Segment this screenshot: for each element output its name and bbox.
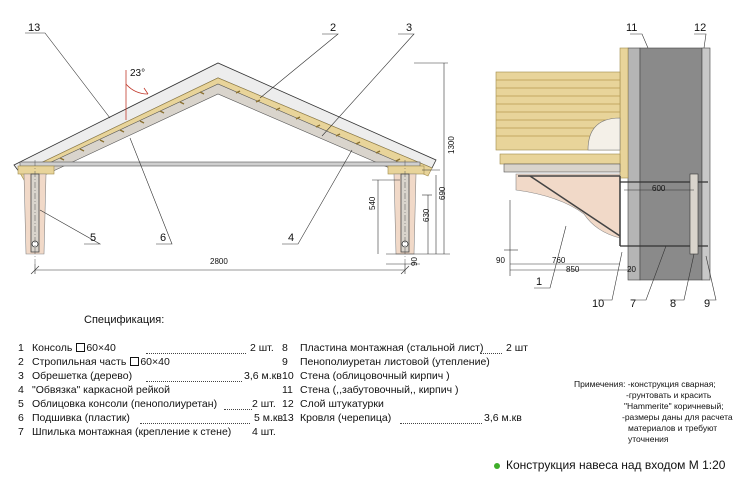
leaders-left — [25, 32, 415, 245]
span-dim — [30, 264, 410, 275]
dim-20: 20 — [627, 265, 636, 274]
section-dims — [504, 189, 694, 276]
callout-7: 7 — [630, 298, 637, 310]
front-elevation — [13, 32, 450, 275]
dim-690: 690 — [438, 186, 447, 200]
callout-3: 3 — [406, 22, 413, 34]
spec-title: Спецификация: — [84, 314, 165, 326]
bullet-dot-icon — [494, 462, 500, 469]
dim-540: 540 — [368, 196, 377, 210]
callout-5: 5 — [90, 232, 97, 244]
section-view — [495, 33, 717, 301]
callout-10: 10 — [592, 298, 605, 310]
mounting-plate — [689, 173, 699, 255]
callout-1: 1 — [536, 276, 543, 288]
angle-label: 23° — [130, 68, 146, 79]
callout-6: 6 — [160, 232, 167, 244]
span-label: 2800 — [210, 257, 228, 266]
tie-beam — [19, 161, 421, 167]
dim-90-section: 90 — [496, 256, 505, 265]
height-dims — [372, 62, 450, 265]
eave-board — [499, 153, 621, 165]
spec-num: 1 — [18, 342, 24, 354]
bracket-steel — [518, 175, 621, 246]
gable-arch — [587, 117, 621, 151]
facing-brick-wall — [627, 47, 641, 281]
centerlines — [34, 160, 406, 264]
fascia-right — [387, 165, 425, 175]
notes: Примечения: -конструкция сварная; -грунт… — [574, 379, 733, 444]
square-profile-icon — [130, 357, 140, 366]
dim-1300: 1300 — [447, 136, 456, 154]
square-profile-icon — [76, 343, 86, 352]
spec-qty: 2 шт. — [250, 342, 274, 354]
callout-2: 2 — [330, 22, 337, 34]
leaders-right — [534, 33, 717, 301]
fascia-left — [17, 165, 55, 175]
callout-11: 11 — [626, 22, 638, 34]
eave-trim — [503, 163, 621, 173]
callout-8: 8 — [670, 298, 677, 310]
plaster-layer — [701, 47, 711, 281]
dim-760: 760 — [552, 256, 566, 265]
callout-4: 4 — [288, 232, 295, 244]
callout-13: 13 — [28, 22, 41, 34]
angle-marker — [125, 70, 149, 120]
dim-630: 630 — [422, 208, 431, 222]
dim-90-front: 90 — [410, 257, 419, 266]
callout-9: 9 — [704, 298, 711, 310]
batten-ticks — [39, 90, 401, 171]
bracket-cladding — [515, 173, 621, 239]
dim-600: 600 — [652, 184, 666, 193]
insulation — [619, 47, 629, 179]
callout-12: 12 — [694, 22, 707, 34]
dim-850: 850 — [566, 265, 580, 274]
drawing-caption: Конструкция навеса над входом М 1:20 — [494, 458, 725, 472]
